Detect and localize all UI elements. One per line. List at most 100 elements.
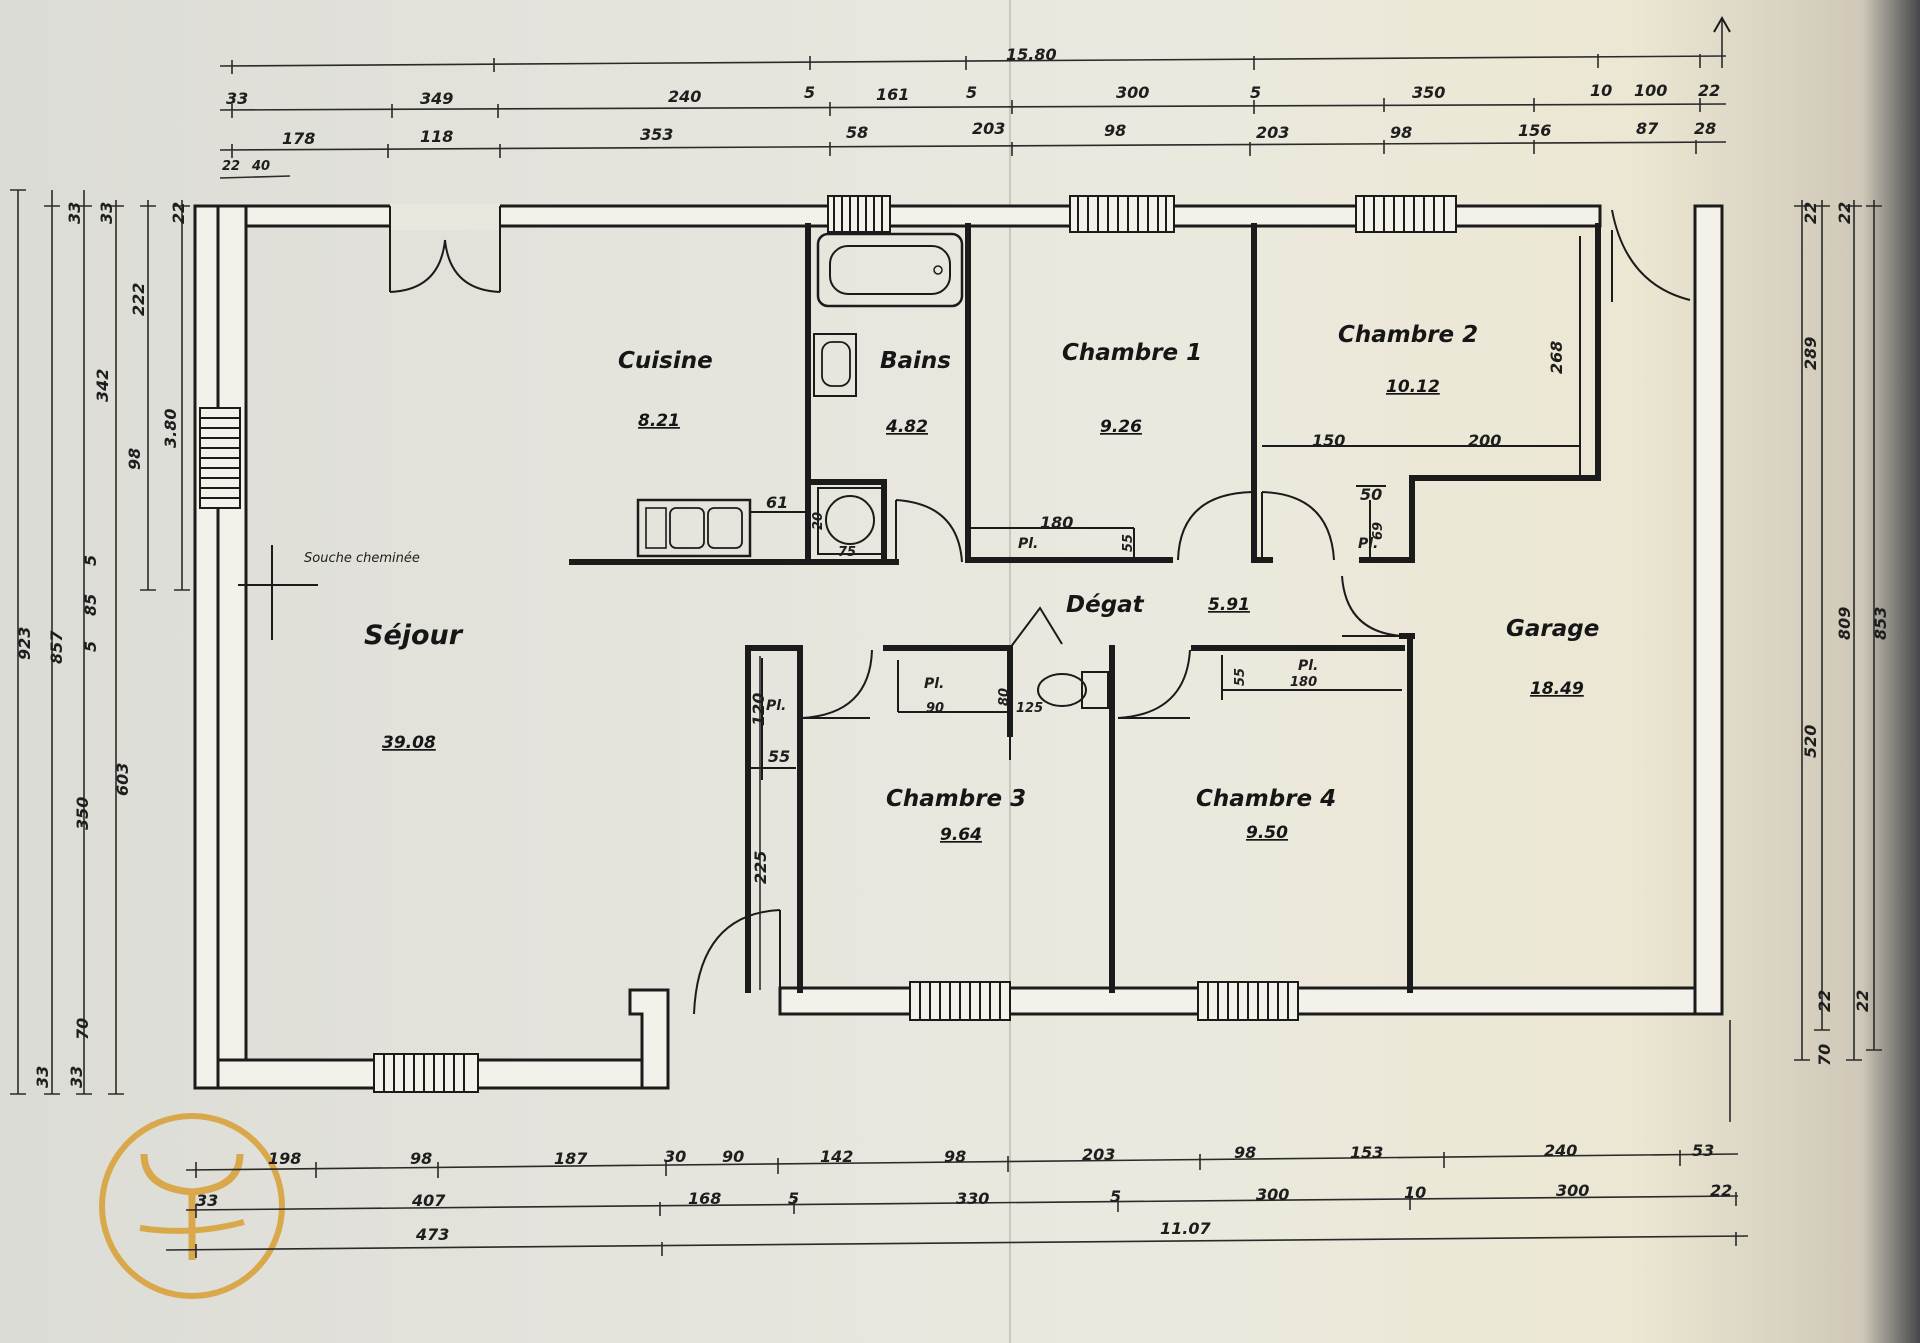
dims-top-row-1: 33 349 240 5 161 5 300 5 350 10 100 22 xyxy=(226,81,1720,108)
placard-label-2: Pl. xyxy=(1358,536,1378,552)
dim-label: 180 xyxy=(1290,675,1317,690)
dim-label: 853 xyxy=(1871,607,1890,640)
room-chambre2-name: Chambre 2 xyxy=(1338,322,1478,348)
dim-label: 809 xyxy=(1835,607,1854,640)
placard-label-5: Pl. xyxy=(1298,658,1318,674)
dim-label: 98 xyxy=(1104,121,1126,140)
dim-label: 923 xyxy=(15,627,34,660)
placard-label-4: Pl. xyxy=(924,676,944,692)
dim-label: 22 xyxy=(1698,81,1720,100)
dim-label: 857 xyxy=(47,630,66,664)
room-bains-area: 4.82 xyxy=(885,417,928,437)
dim-label: 75 xyxy=(838,545,856,560)
dim-label: 118 xyxy=(420,127,453,146)
dim-label: 125 xyxy=(1016,701,1043,716)
room-cuisine-area: 8.21 xyxy=(638,411,680,431)
dim-overall-width: 15.80 xyxy=(1006,45,1057,64)
dim-label: 473 xyxy=(415,1225,449,1244)
dim-label: 87 xyxy=(1636,119,1659,138)
room-chambre3-name: Chambre 3 xyxy=(886,786,1026,812)
room-bains-name: Bains xyxy=(880,348,951,374)
dim-label: 28 xyxy=(1694,119,1716,138)
dim-label: 33 xyxy=(33,1066,52,1088)
door-chambre3 xyxy=(801,649,873,719)
dim-label: 22 xyxy=(1815,990,1834,1012)
window-bottom-2 xyxy=(909,981,1011,1021)
washbasin-icon xyxy=(813,333,857,397)
door-garage xyxy=(1341,575,1403,637)
door-chambre1 xyxy=(1177,491,1253,561)
dim-total-bottom: 11.07 xyxy=(1160,1219,1211,1238)
dim-label: 407 xyxy=(411,1191,446,1210)
dims-bottom-row-2: 33 407 168 5 330 5 300 10 300 22 xyxy=(196,1181,1732,1210)
dim-label: 33 xyxy=(196,1191,218,1210)
placard-label-1: Pl. xyxy=(1018,536,1038,552)
dim-label: 161 xyxy=(876,85,909,104)
logo-watermark xyxy=(96,1110,288,1302)
dim-label: 150 xyxy=(1312,431,1345,450)
door-chambre2 xyxy=(1261,491,1335,561)
dim-label: 187 xyxy=(554,1149,588,1168)
dim-label: 98 xyxy=(944,1147,966,1166)
window-top-1 xyxy=(827,195,891,233)
dim-label: 353 xyxy=(640,125,673,144)
dim-label: 20 xyxy=(811,512,826,530)
dim-label: 10 xyxy=(1404,1183,1426,1202)
door-chambre4 xyxy=(1117,649,1191,719)
door-garage-outside xyxy=(1611,209,1691,302)
dim-label: 350 xyxy=(1412,83,1445,102)
dim-label: 22 xyxy=(1853,990,1872,1012)
room-degagement-area: 5.91 xyxy=(1208,595,1250,615)
washing-machine-icon xyxy=(817,487,883,555)
dim-label: 33 xyxy=(226,89,248,108)
dim-label: 180 xyxy=(1040,513,1073,532)
room-degagement-name: Dégat xyxy=(1066,592,1145,618)
dim-label: 203 xyxy=(1082,1145,1115,1164)
dim-label: 520 xyxy=(1801,725,1820,758)
dim-label: 200 xyxy=(1468,431,1501,450)
door-bains xyxy=(895,499,963,563)
room-chambre1-area: 9.26 xyxy=(1100,417,1142,437)
dim-label: 33 xyxy=(65,202,84,224)
dims-top-row-3: 22 40 xyxy=(222,159,270,174)
dimension-lines xyxy=(17,15,1875,1251)
window-bottom-1 xyxy=(373,1053,479,1093)
dim-label: 70 xyxy=(1815,1044,1834,1066)
interior-walls xyxy=(569,223,1601,993)
dim-label: 40 xyxy=(251,159,270,174)
room-chambre4-area: 9.50 xyxy=(1246,823,1288,843)
dim-label: 5 xyxy=(788,1189,799,1208)
dim-label: 61 xyxy=(766,493,788,512)
dim-label: 342 xyxy=(93,369,112,402)
dim-label: 22 xyxy=(1835,202,1854,224)
dim-label: 100 xyxy=(1634,81,1667,100)
dims-bottom-row-3: 473 11.07 xyxy=(415,1219,1211,1244)
dim-label: 5 xyxy=(1250,83,1261,102)
dim-label: 33 xyxy=(67,1066,86,1088)
dim-label: 142 xyxy=(820,1147,853,1166)
logo-icon xyxy=(99,1113,285,1299)
chimney-mark-icon xyxy=(238,545,318,640)
bathtub-icon xyxy=(816,232,964,308)
chimney-note: Souche cheminée xyxy=(304,551,420,566)
dim-label: 98 xyxy=(125,448,144,470)
dim-label: 198 xyxy=(268,1149,301,1168)
dim-label: 5 xyxy=(1110,1187,1121,1206)
dim-label: 350 xyxy=(73,797,92,830)
room-cuisine-name: Cuisine xyxy=(618,348,713,374)
dim-label: 58 xyxy=(846,123,868,142)
dim-label: 90 xyxy=(926,701,944,716)
dim-label: 240 xyxy=(668,87,701,106)
dim-label: 222 xyxy=(129,283,148,316)
room-garage-name: Garage xyxy=(1506,616,1599,642)
window-top-3 xyxy=(1355,195,1457,233)
door-wc xyxy=(1009,606,1063,649)
window-bottom-3 xyxy=(1197,981,1299,1021)
dim-label: 300 xyxy=(1256,1185,1289,1204)
dim-label: 203 xyxy=(1256,123,1289,142)
dim-label: 55 xyxy=(1121,534,1136,552)
dim-label: 120 xyxy=(749,693,768,726)
dim-label: 349 xyxy=(420,89,453,108)
